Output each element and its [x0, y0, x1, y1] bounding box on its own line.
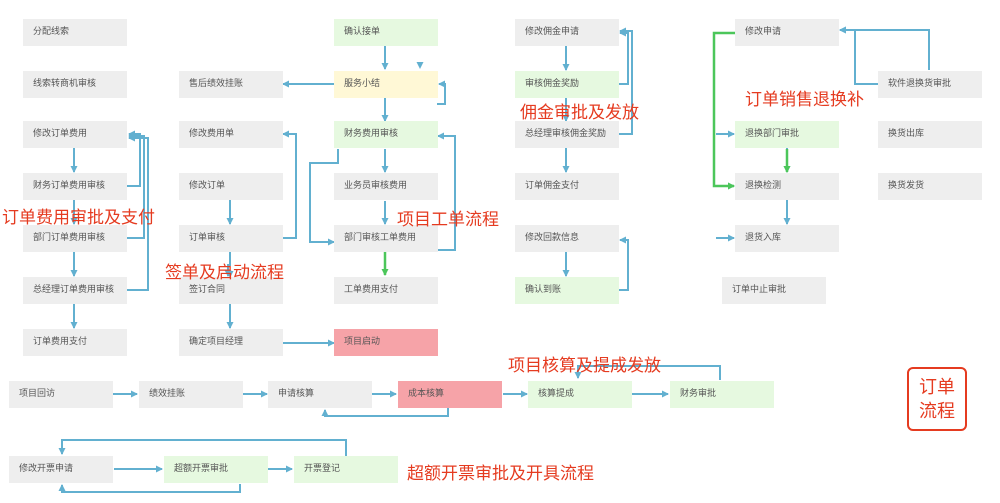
node-software-return: 软件退换货审批	[878, 71, 982, 98]
arrow	[436, 132, 456, 251]
stamp-line-2: 流程	[919, 401, 955, 422]
node-modify-order: 修改订单	[179, 173, 283, 200]
node-exchange-out: 换货出库	[878, 121, 982, 148]
arrow	[127, 134, 149, 291]
node-dept-order-fee: 部门订单费用审核	[23, 225, 127, 252]
node-return-dept: 退换部门审批	[735, 121, 839, 148]
node-after-sales: 售后绩效挂账	[179, 71, 283, 98]
node-calc-commission: 核算提成	[528, 381, 632, 408]
node-project-manager: 确定项目经理	[179, 329, 283, 356]
node-modify-payment-info: 修改回款信息	[515, 225, 619, 252]
stamp-line-1: 订单	[919, 377, 955, 398]
node-order-terminate: 订单中止审批	[722, 277, 826, 304]
node-order-fee-pay: 订单费用支付	[23, 329, 127, 356]
node-gm-commission: 总经理审核佣金奖励	[515, 121, 619, 148]
section-calc: 项目核算及提成发放	[508, 356, 661, 376]
node-apply-accounting: 申请核算	[268, 381, 372, 408]
arrow	[58, 484, 241, 493]
node-sign-contract: 签订合同	[179, 277, 283, 304]
section-invoice: 超额开票审批及开具流程	[407, 464, 594, 484]
arrow	[437, 80, 446, 105]
node-modify-application: 修改申请	[735, 19, 839, 46]
section-return: 订单销售退换补	[745, 90, 864, 110]
node-finance-approve: 财务审批	[670, 381, 774, 408]
node-over-invoice: 超额开票审批	[164, 456, 268, 483]
node-order-review: 订单审核	[179, 225, 283, 252]
section-sign: 签单及启动流程	[165, 263, 284, 283]
order-flow-stamp: 订单 流程	[907, 367, 967, 431]
arrow	[618, 29, 629, 85]
section-work: 项目工单流程	[397, 210, 499, 230]
node-performance: 绩效挂账	[139, 381, 243, 408]
node-finance-order-fee: 财务订单费用审核	[23, 173, 127, 200]
node-finance-fee: 财务费用审核	[334, 121, 438, 148]
node-cost-accounting: 成本核算	[398, 381, 502, 408]
arrow	[127, 132, 145, 239]
arrow	[127, 130, 141, 187]
arrow	[309, 149, 339, 246]
node-return-in: 退货入库	[735, 225, 839, 252]
node-dept-work-fee: 部门审核工单费用	[334, 225, 438, 252]
green-arrow	[712, 31, 735, 190]
arrow	[839, 26, 930, 70]
node-return-check: 退换检测	[735, 173, 839, 200]
node-assign-leads: 分配线索	[23, 19, 127, 46]
section-order-fee: 订单费用审批及支付	[2, 208, 155, 228]
arrow	[58, 439, 347, 456]
node-confirm-order: 确认接单	[334, 19, 438, 46]
node-biz-fee: 业务员审核费用	[334, 173, 438, 200]
node-work-fee-pay: 工单费用支付	[334, 277, 438, 304]
node-confirm-receipt: 确认到账	[515, 277, 619, 304]
arrow	[321, 408, 449, 417]
arrow	[282, 130, 297, 239]
node-modify-invoice: 修改开票申请	[9, 456, 113, 483]
node-project-start: 项目启动	[334, 329, 438, 356]
arrow	[618, 236, 629, 291]
section-commission: 佣金审批及发放	[520, 103, 639, 123]
node-service-summary: 服务小结	[334, 71, 438, 98]
node-lead-review: 线索转商机审核	[23, 71, 127, 98]
arrow	[618, 27, 633, 135]
node-commission-review: 审核佣金奖励	[515, 71, 619, 98]
node-invoice-register: 开票登记	[294, 456, 398, 483]
arrow	[574, 365, 721, 380]
node-modify-fee-form: 修改费用单	[179, 121, 283, 148]
node-modify-commission: 修改佣金申请	[515, 19, 619, 46]
node-gm-order-fee: 总经理订单费用审核	[23, 277, 127, 304]
node-project-revisit: 项目回访	[9, 381, 113, 408]
node-commission-pay: 订单佣金支付	[515, 173, 619, 200]
arrow	[224, 251, 232, 277]
arrow	[839, 26, 878, 85]
node-modify-order-fee: 修改订单费用	[23, 121, 127, 148]
node-exchange-ship: 换货发货	[878, 173, 982, 200]
